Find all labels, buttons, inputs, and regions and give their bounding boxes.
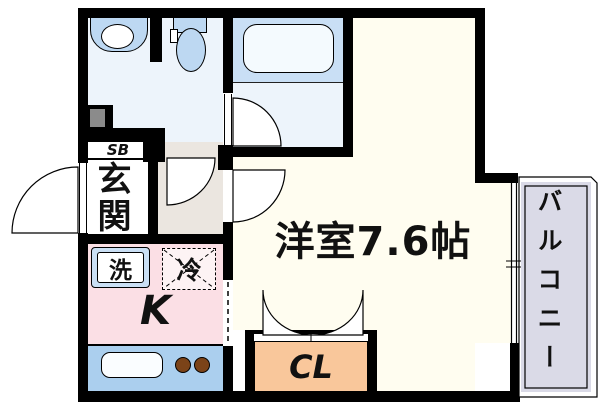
toilet-bowl (176, 28, 206, 72)
entrance-door-swing (11, 166, 79, 234)
closet-interior (255, 342, 367, 392)
entrance-label: 玄関 (91, 161, 131, 235)
main-room-floor-upper (353, 18, 475, 160)
wall-bath-right (343, 8, 353, 157)
bathtub (243, 24, 334, 73)
wall-left-upper (78, 8, 88, 163)
wall-window-jog (475, 173, 518, 183)
wall-bath-bottom (223, 147, 353, 157)
wall-kitchen-top (78, 234, 233, 244)
wall-bottom (78, 391, 520, 402)
wall-stub-sink-toilet (150, 18, 162, 62)
wall-hall-main-mid (223, 222, 233, 280)
wall-left-lower (78, 233, 88, 402)
wall-top (78, 8, 485, 18)
balcony-label: バルコニー (534, 188, 563, 383)
stove-burner-right (194, 357, 210, 373)
wall-right-main (475, 8, 485, 183)
kitchen-label: K (140, 288, 171, 334)
shoebox-label: SB (106, 140, 130, 159)
entrance-floor (88, 142, 148, 234)
washing-machine (97, 252, 144, 283)
closet-side-gap (233, 330, 245, 392)
wall-hall-main-low (223, 346, 233, 392)
wall-entrance-right (148, 142, 158, 234)
shoebox-divider-line (88, 158, 148, 160)
washbasin-bowl (101, 24, 134, 49)
hallway-floor (158, 142, 223, 234)
main-room-floor-window-bay (475, 183, 511, 343)
pipe-space (90, 109, 105, 127)
wall-right-lower (510, 343, 520, 402)
toilet-flush-handle (170, 29, 178, 43)
stove-burner-left (175, 357, 191, 373)
kitchen-sink (101, 352, 163, 378)
closet-door-track (253, 333, 369, 342)
closet-label: CL (289, 348, 333, 386)
wall-junction-post (218, 145, 233, 170)
main-room-label: 洋室7.6帖 (274, 219, 472, 265)
fridge-label: 冷 (176, 256, 202, 285)
wall-bath-left (223, 8, 233, 93)
washer-label: 洗 (109, 257, 132, 284)
